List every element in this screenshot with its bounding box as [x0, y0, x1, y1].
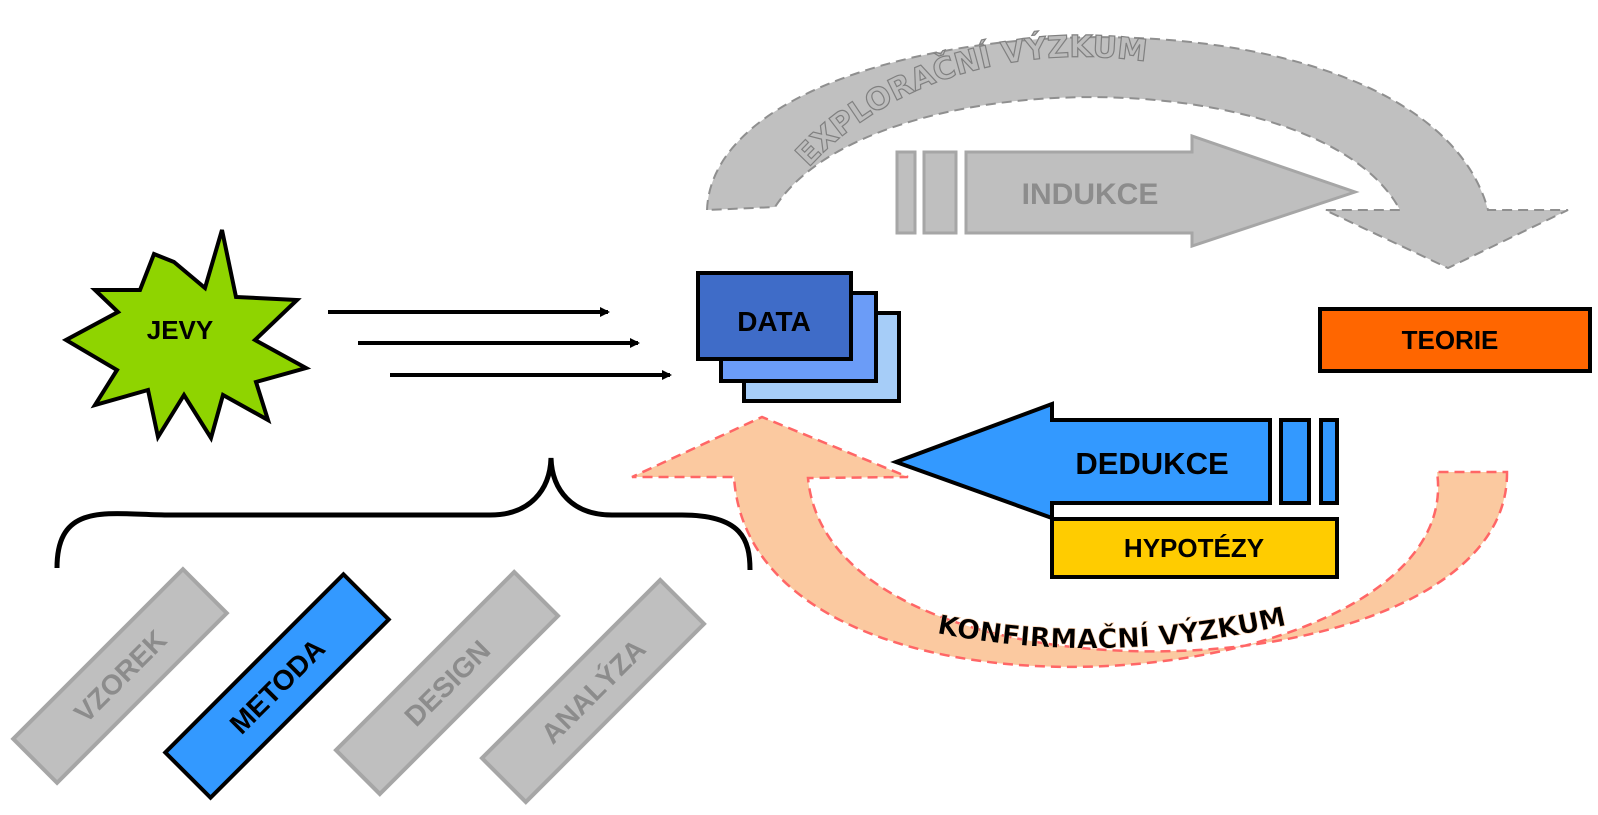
phenomena-burst: JEVY — [61, 229, 312, 443]
hypotheses-label: HYPOTÉZY — [1124, 533, 1264, 563]
phenomena-label: JEVY — [147, 315, 214, 345]
confirmatory-research-arrow — [631, 415, 1509, 669]
data-label: DATA — [737, 306, 811, 337]
hypotheses-box: HYPOTÉZY — [1050, 517, 1339, 579]
theory-box: TEORIE — [1318, 307, 1592, 373]
research-step-vzorek: VZOREK — [10, 566, 230, 786]
theory-label: TEORIE — [1402, 325, 1499, 355]
data-stack: DATA — [696, 271, 901, 403]
collection-arrows — [328, 307, 672, 380]
deduction-arrow: DEDUKCE — [890, 401, 1339, 521]
exploratory-research-arrow — [705, 36, 1569, 270]
deduction-label: DEDUKCE — [1075, 446, 1228, 481]
grouping-brace — [54, 457, 753, 571]
induction-label: INDUKCE — [1022, 178, 1159, 211]
induction-arrow: INDUKCE — [895, 133, 1360, 249]
